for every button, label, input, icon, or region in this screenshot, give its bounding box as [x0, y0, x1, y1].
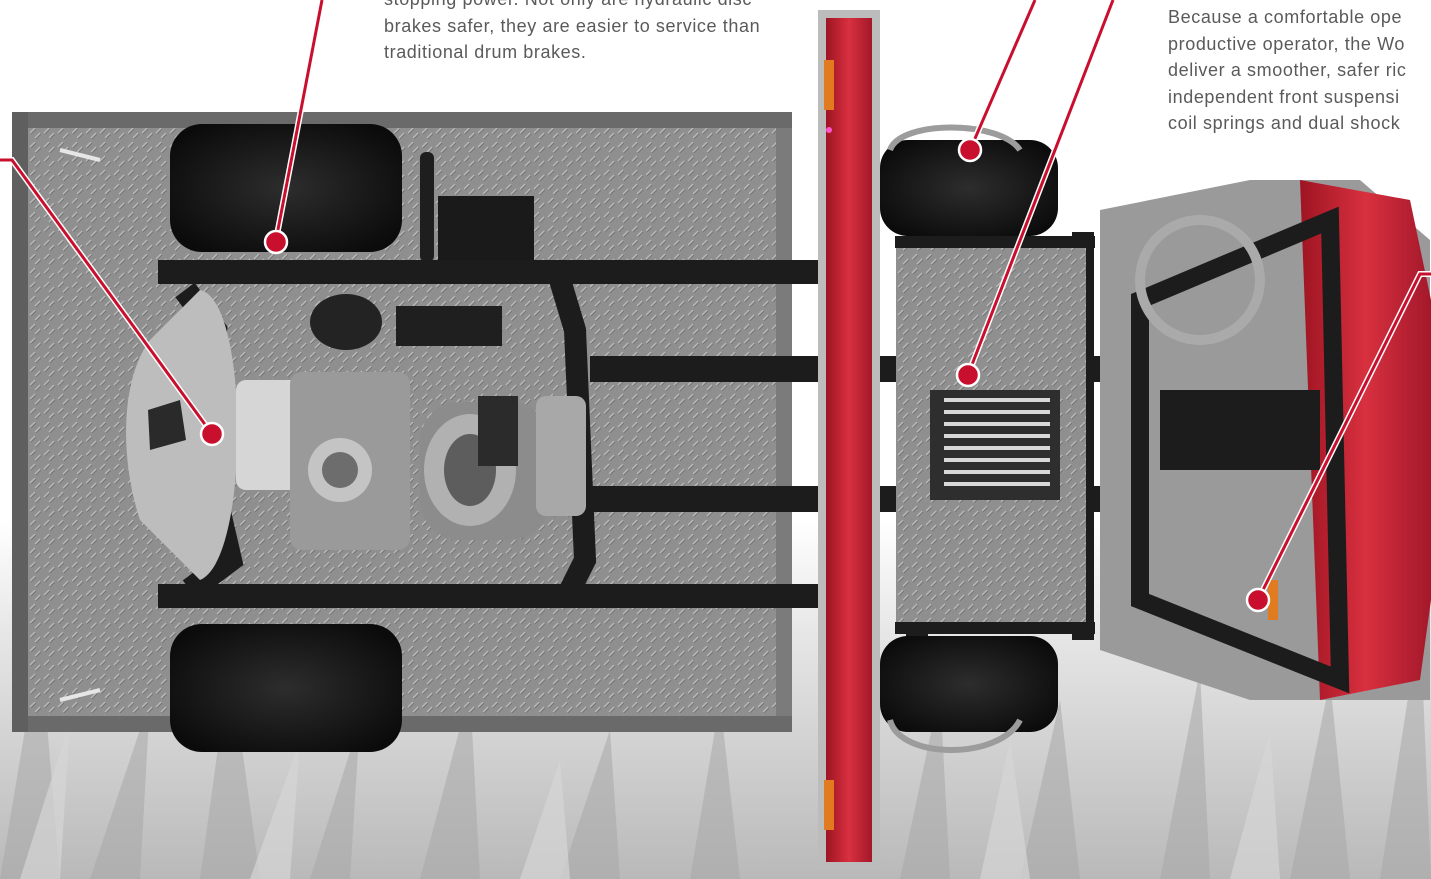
callout-leader-brakes	[274, 0, 324, 241]
hood-nose	[1100, 180, 1431, 700]
brakes-line: brakes safer, they are easier to service…	[384, 15, 761, 36]
callout-leader-headlight	[1256, 272, 1431, 601]
suspension-description: Because a comfortable ope productive ope…	[1168, 4, 1431, 137]
callout-marker-icon[interactable]	[263, 229, 289, 255]
suspension-line: Because a comfortable ope	[1168, 7, 1403, 27]
suspension-line: coil springs and dual shock	[1168, 113, 1401, 133]
coil-spring-assembly	[930, 390, 1060, 500]
brakes-description: stopping power. Not only are hydraulic d…	[384, 0, 814, 66]
callout-marker-icon[interactable]	[199, 421, 225, 447]
callout-marker-icon[interactable]	[1245, 587, 1271, 613]
callout-marker-icon[interactable]	[957, 137, 983, 163]
suspension-line: independent front suspensi	[1168, 86, 1400, 107]
brakes-line: traditional drum brakes.	[384, 42, 587, 62]
rear-right-tire	[170, 624, 402, 752]
firewall-panel	[818, 10, 880, 870]
callout-leader-front-tire	[968, 0, 1037, 151]
suspension-line: deliver a smoother, safer ric	[1168, 60, 1407, 80]
suspension-line: productive operator, the Wo	[1168, 33, 1405, 54]
brakes-line: stopping power. Not only are hydraulic d…	[384, 0, 814, 13]
front-right-tire	[880, 636, 1058, 732]
callout-marker-icon[interactable]	[955, 362, 981, 388]
callout-leader-differential	[0, 158, 214, 435]
callout-leader-suspension	[966, 0, 1115, 376]
front-left-tire	[880, 140, 1058, 236]
engine-assembly	[236, 294, 586, 550]
